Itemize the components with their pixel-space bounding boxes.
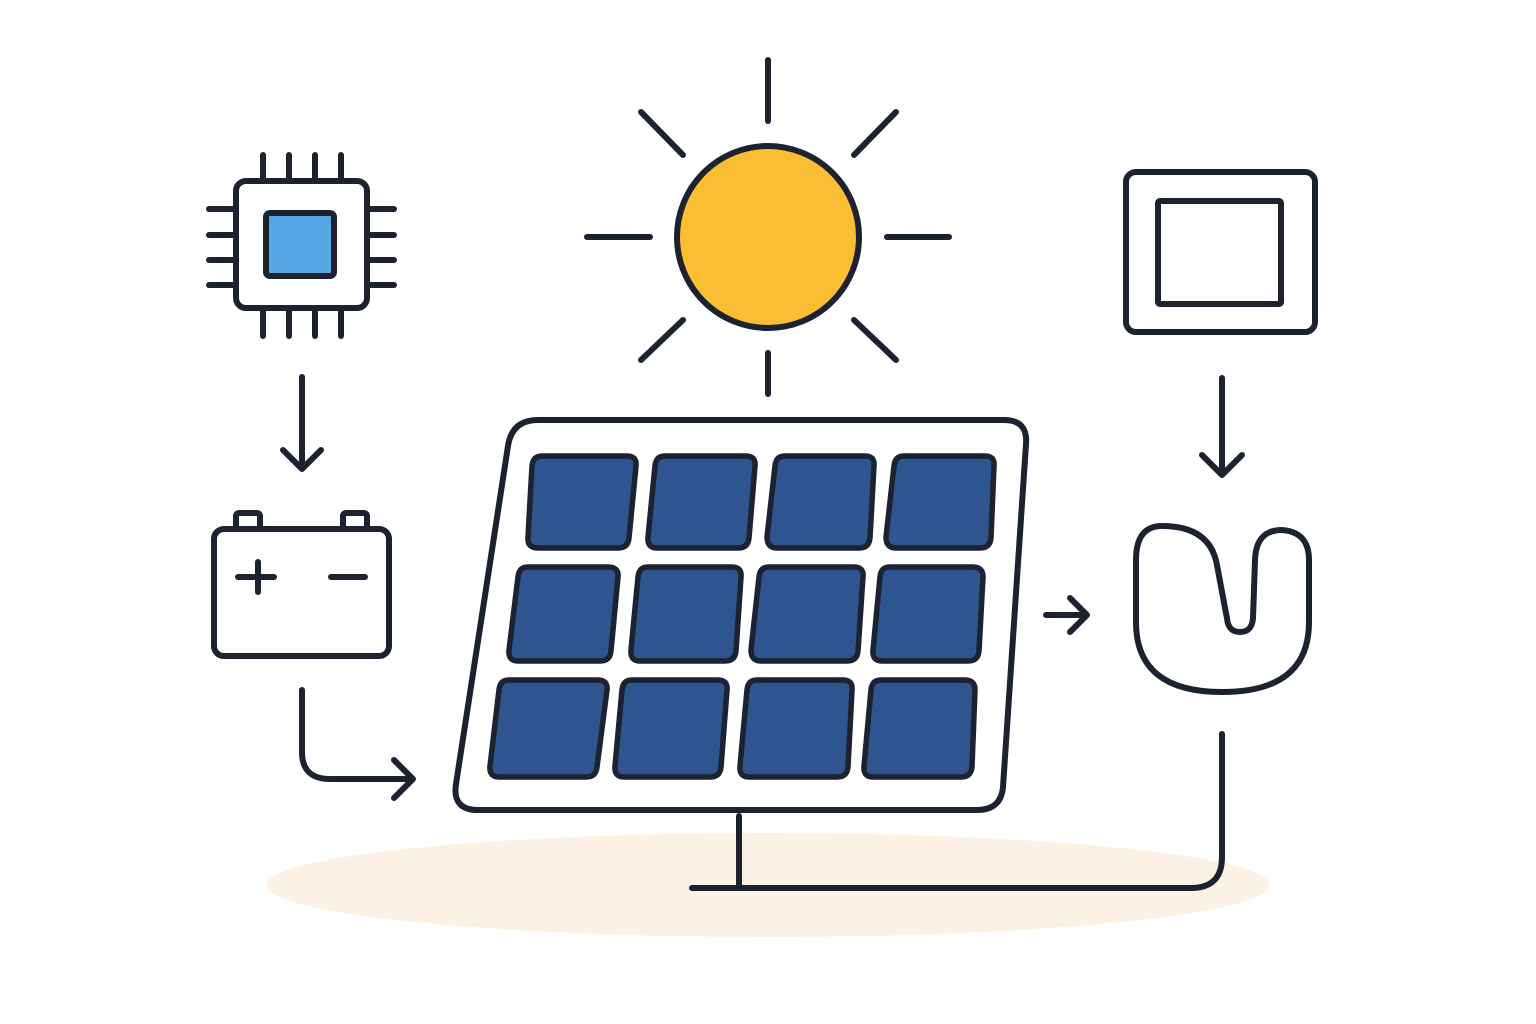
solar-cell (883, 453, 997, 551)
solar-cell (487, 677, 610, 780)
arrow-panel-to-plug (1043, 595, 1090, 635)
sun-icon (584, 57, 952, 397)
arrow-screen-to-plug (1199, 375, 1245, 478)
arrow-battery-to-panel (299, 687, 416, 801)
solar-cell (870, 564, 986, 664)
solar-cell (612, 677, 730, 780)
display-panel-icon (1123, 169, 1318, 335)
solar-cell (737, 677, 855, 780)
solar-panel-icon (452, 417, 1030, 888)
solar-cell (748, 564, 866, 664)
battery-plus-sign (235, 559, 277, 595)
solar-cell (861, 677, 978, 780)
battery-icon (211, 510, 392, 659)
arrow-chip-to-battery (280, 374, 324, 472)
solar-cell (645, 453, 758, 551)
ground-wire (689, 731, 1225, 891)
solar-cell (628, 564, 744, 664)
u-shaped-plug-icon (1133, 523, 1312, 695)
microchip-icon (206, 152, 397, 339)
solar-cell (764, 453, 877, 551)
solar-cell (506, 564, 621, 664)
solar-cell (525, 453, 639, 551)
